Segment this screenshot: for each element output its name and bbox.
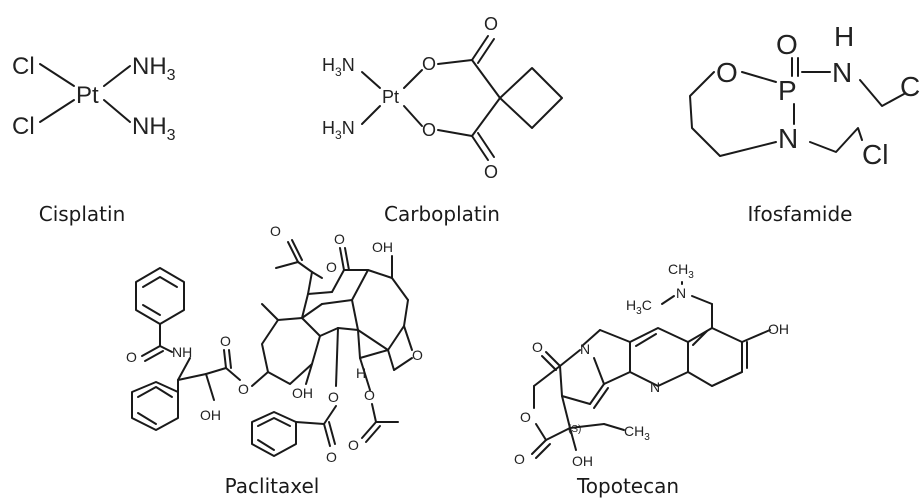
paclitaxel-o-benzoate: O [328,389,339,405]
paclitaxel-o-acetyl-bottom: O [364,387,375,403]
topotecan-o-lactone: O [520,409,531,425]
cisplatin-nh3-bottom: NH3 [132,113,176,144]
cisplatin-structure: Cl Cl Pt NH3 NH3 [12,53,176,144]
ifosfamide-structure: O O P H N N C Cl [689,21,920,170]
paclitaxel-o-link: O [238,381,249,397]
carboplatin-structure: H3N H3N Pt O O O O [322,14,563,182]
ifosfamide-h: H [834,21,854,52]
topotecan-stereo-s: (S) [568,424,581,435]
paclitaxel-o-benzoate-carbonyl: O [326,449,337,465]
paclitaxel-o-acetyl-top: O [326,259,337,275]
ifosfamide-p: P [778,75,797,106]
carboplatin-h3n-bottom: H3N [322,118,355,142]
carboplatin-pt: Pt [382,87,399,107]
caption-topotecan: Topotecan [576,474,680,498]
cisplatin-pt: Pt [76,82,99,109]
caption-cisplatin: Cisplatin [38,202,126,226]
ifosfamide-n-ring: N [778,123,798,154]
paclitaxel-structure: O NH OH O O O O [126,223,423,465]
paclitaxel-oh-core: OH [292,385,313,401]
paclitaxel-oh-side: OH [200,407,221,423]
topotecan-n-quinoline: N [650,379,660,395]
paclitaxel-o-amide: O [126,349,137,365]
topotecan-o-lactone-carbonyl: O [514,451,525,467]
cisplatin-nh3-top: NH3 [132,53,176,84]
ifosfamide-c-cut: C [900,71,920,102]
caption-carboplatin: Carboplatin [384,202,500,226]
paclitaxel-h: H [356,365,366,381]
topotecan-oh-phenol: OH [768,321,789,337]
carboplatin-o-ester-top: O [422,54,436,74]
topotecan-ch3-ethyl: CH3 [624,423,650,443]
paclitaxel-nh: NH [172,344,192,360]
carboplatin-o-ester-bottom: O [422,120,436,140]
ifosfamide-cl: Cl [862,139,888,170]
carboplatin-h3n-top: H3N [322,55,355,79]
paclitaxel-o-ester-side: O [220,333,231,349]
caption-paclitaxel: Paclitaxel [224,474,320,498]
topotecan-ch3-top: CH3 [668,261,694,281]
paclitaxel-o-oxetane: O [412,347,423,363]
topotecan-o-lactam: O [532,339,543,355]
paclitaxel-oh-top: OH [372,239,393,255]
paclitaxel-o-acetyl-top-carbonyl: O [270,223,281,239]
cisplatin-cl-top: Cl [12,53,35,80]
ifosfamide-o-double: O [776,29,798,60]
ifosfamide-o-ring: O [716,57,738,88]
topotecan-oh-tertiary: OH [572,453,593,469]
topotecan-n-ring: N [580,341,590,357]
topotecan-h3c: H3C [626,297,652,317]
topotecan-n-amine: N [676,285,686,301]
carboplatin-o-carbonyl-top: O [484,14,498,34]
ifosfamide-n-chain: N [832,57,852,88]
paclitaxel-o-acetyl-bottom-carbonyl: O [348,437,359,453]
paclitaxel-o-ketone: O [334,231,345,247]
cisplatin-cl-bottom: Cl [12,113,35,140]
caption-ifosfamide: Ifosfamide [747,202,853,226]
topotecan-structure: CH3 H3C N OH N N O O O [514,261,789,469]
carboplatin-o-carbonyl-bottom: O [484,162,498,182]
